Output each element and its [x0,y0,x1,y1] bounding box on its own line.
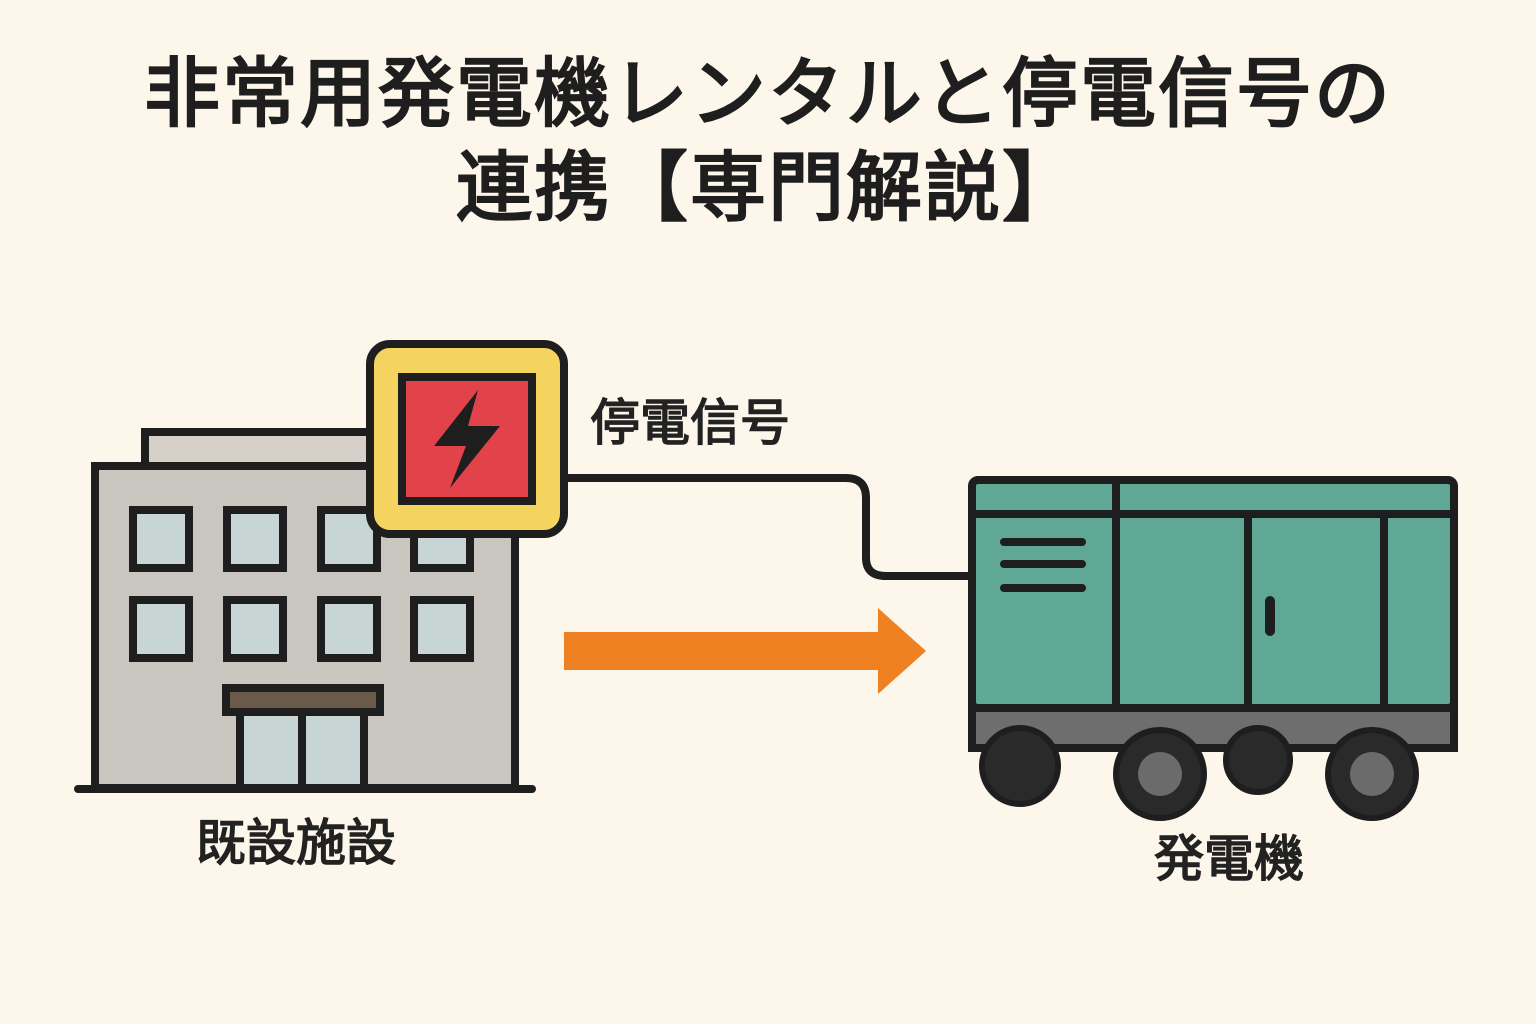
signal-label: 停電信号 [590,394,790,452]
generator-door-handle [1265,596,1275,636]
generator-trailer-icon [968,476,1458,821]
building-window [317,596,381,662]
generator-body [968,476,1458,712]
generator-wheel-hub [1138,752,1182,796]
page-title-line-1: 非常用発電機レンタルと停電信号の [144,49,1392,138]
generator-label: 発電機 [1154,830,1304,888]
building-window [410,596,474,662]
page-title-line-2: 連携【専門解説】 [456,143,1080,232]
generator-wheel [1223,725,1293,795]
generator-wheel [979,725,1061,807]
building-window [223,506,287,572]
building-window [223,596,287,662]
building-label: 既設施設 [196,814,396,872]
arrow-right-icon [564,608,926,694]
lightning-bolt-icon [366,340,568,538]
building-window [129,596,193,662]
building-window [129,506,193,572]
generator-wheel-hub [1350,752,1394,796]
signal-cable [560,474,972,580]
arrow-head [878,608,926,694]
arrow-shaft [564,632,884,670]
lightning-bolt [434,390,500,488]
